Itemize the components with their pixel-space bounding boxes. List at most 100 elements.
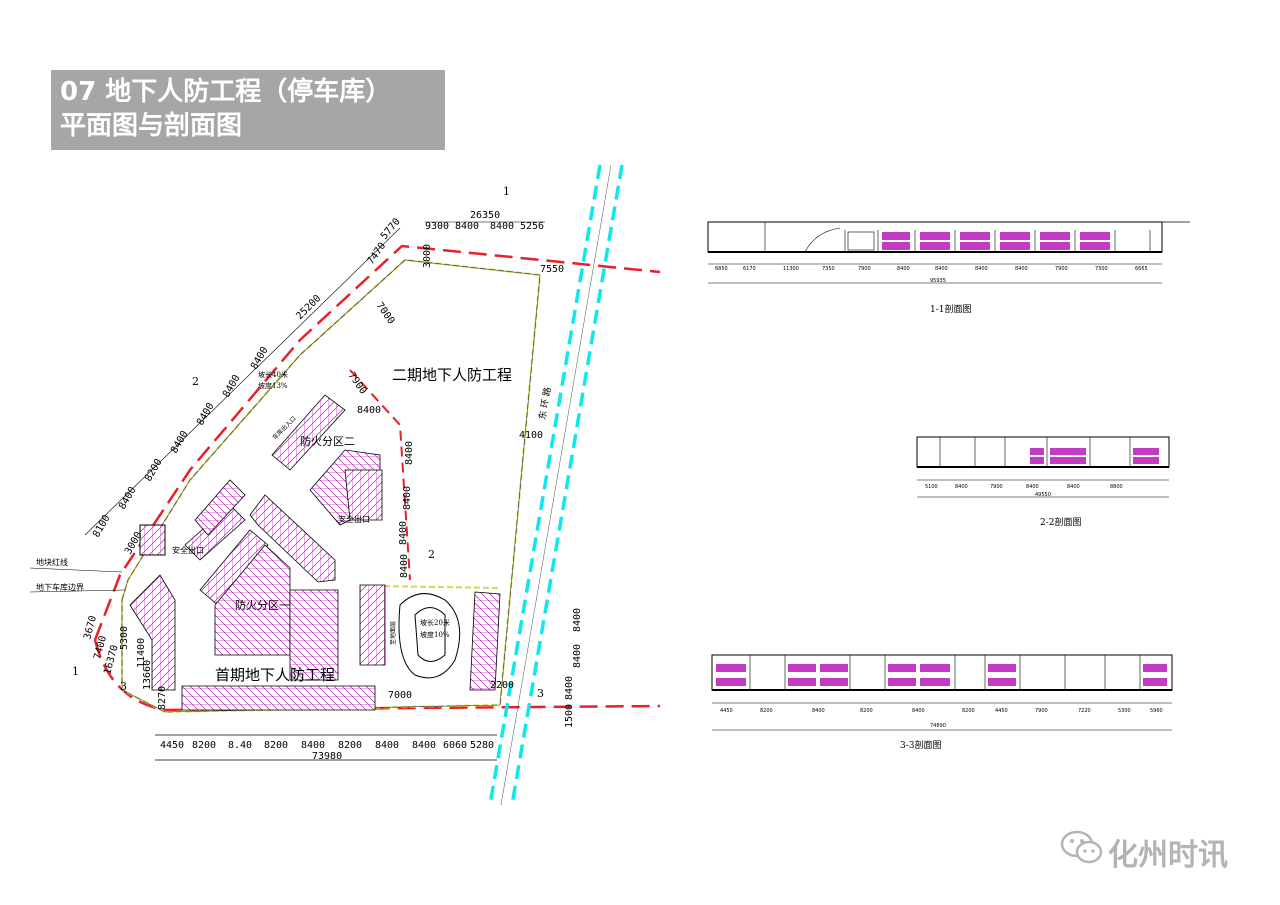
dim-bottom-total: 73980 (312, 751, 342, 762)
section-2-title: 2-2剖面图 (1040, 516, 1082, 528)
section-mark: 2 (192, 375, 199, 388)
s1-dim: 8400 (975, 266, 988, 272)
top-dimensions: 26350 9300 8400 8400 5256 (425, 210, 545, 232)
ramp-loop (398, 593, 461, 679)
dim-diag: 8400 (117, 485, 139, 511)
dim-misc: 11400 (136, 638, 147, 668)
section-1-1: 6850 6170 11300 7350 7900 8400 8400 8400… (707, 221, 1190, 315)
page-title: 07 地下人防工程（停车库） (60, 77, 392, 107)
ramp-note-2: 至地面层 (389, 621, 397, 645)
section-mark: 3 (120, 680, 127, 693)
bottom-dimensions: 4450 8200 8.40 8200 8400 8200 8400 8400 … (155, 734, 497, 762)
s1-dim: 7350 (822, 266, 835, 272)
dim-misc: 3000 (422, 244, 433, 268)
s1-total: 95935 (930, 278, 946, 284)
dim-bottom: 8400 (412, 740, 436, 751)
section-1-title: 1-1剖面图 (930, 303, 972, 315)
zone2-label: 防火分区二 (300, 434, 355, 448)
s2-dim: 8400 (1026, 484, 1039, 490)
dim-misc: 8400 (564, 676, 575, 700)
dim-diag: 8400 (221, 373, 243, 399)
title-banner: 07 地下人防工程（停车库） 平面图与剖面图 (51, 70, 445, 150)
dim-misc: 7550 (540, 264, 564, 275)
s3-dim: 8200 (860, 708, 873, 714)
dim-diag: 8200 (143, 457, 165, 483)
s1-dim: 6850 (715, 266, 728, 272)
dim-bottom: 8400 (301, 740, 325, 751)
s3-dim: 5300 (1118, 708, 1131, 714)
s1-dim: 6665 (1135, 266, 1148, 272)
s1-dim: 7900 (1055, 266, 1068, 272)
dim-diag: 8400 (195, 401, 217, 427)
dim-misc: 8400 (572, 608, 583, 632)
s1-dim: 7900 (858, 266, 871, 272)
s3-dim: 8400 (812, 708, 825, 714)
s3-dim: 4450 (720, 708, 733, 714)
s1-dim: 8400 (935, 266, 948, 272)
road-label: 东 环 路 (536, 386, 554, 420)
dim-misc: 7000 (388, 690, 412, 701)
dim-misc: 8400 (402, 486, 413, 510)
wechat-icon (1060, 830, 1103, 864)
dim-misc: 1500 (564, 704, 575, 728)
s3-dim: 4450 (995, 708, 1008, 714)
dim-bottom: 8400 (375, 740, 399, 751)
dim-misc: 8400 (572, 644, 583, 668)
page-subtitle: 平面图与剖面图 (60, 111, 243, 141)
s2-dim: 8800 (1110, 484, 1123, 490)
phase2-label: 二期地下人防工程 (392, 366, 512, 384)
parking-zone-1 (129, 479, 501, 711)
ramp2-length: 坡长20米 (420, 618, 450, 627)
s3-dim: 7900 (1035, 708, 1048, 714)
dim-diag: 8400 (169, 429, 191, 455)
s3-dim: 8400 (912, 708, 925, 714)
dim-misc: 2200 (490, 680, 514, 691)
section-3-3: 4450 8200 8400 8200 8400 8200 4450 7900 … (711, 654, 1173, 751)
zone1-label: 防火分区一 (235, 598, 290, 612)
dim-misc: 4100 (519, 430, 543, 441)
ramp2-slope: 坡度10% (420, 630, 450, 639)
phase1-label: 首期地下人防工程 (215, 666, 335, 684)
dim-bottom: 4450 (160, 740, 184, 751)
parking-zone-2 (271, 394, 383, 526)
site-plan: 东 环 路 二期地下人防工程 首期地下人防工程 防火分区一 防火分区二 安全出口… (29, 164, 661, 806)
dim-bottom: 5280 (470, 740, 494, 751)
dim-bottom: 6060 (443, 740, 467, 751)
section-mark: 1 (503, 185, 510, 198)
dim-bottom: 8200 (192, 740, 216, 751)
s3-total: 74890 (930, 723, 946, 729)
dim-misc: 7900 (346, 370, 369, 396)
s1-dim: 11300 (783, 266, 799, 272)
dim-misc: 8400 (357, 405, 381, 416)
exit-label-a: 安全出口 (172, 545, 204, 555)
dim-top: 8400 (490, 221, 514, 232)
section-mark: 1 (72, 665, 79, 678)
dim-bottom: 8200 (264, 740, 288, 751)
s2-dim: 5100 (925, 484, 938, 490)
ramp1-length: 坡长40米 (258, 370, 288, 379)
s1-dim: 7300 (1095, 266, 1108, 272)
legend-basement: 地下车库边界 (36, 582, 84, 592)
s1-dim: 6170 (743, 266, 756, 272)
section-mark: 3 (537, 687, 544, 700)
ramp1-slope: 坡度13% (258, 381, 288, 390)
dim-misc: 8400 (398, 521, 409, 545)
dim-misc: 13660 (142, 660, 153, 690)
property-red-line (93, 244, 661, 641)
s3-dim: 8200 (760, 708, 773, 714)
s3-dim: 5960 (1150, 708, 1163, 714)
property-red-line-3 (349, 369, 411, 581)
legend-red-line: 地块红线 (36, 557, 68, 567)
dim-top-total: 26350 (470, 210, 500, 221)
dim-bottom: 8.40 (228, 740, 252, 751)
dim-misc: 8400 (399, 554, 410, 578)
section-3-title: 3-3剖面图 (900, 739, 942, 751)
section-marks: 1 1 2 2 3 3 (72, 185, 544, 700)
s3-dim: 8200 (962, 708, 975, 714)
s2-dim: 7900 (990, 484, 1003, 490)
dim-misc: 5300 (119, 626, 130, 650)
dim-top: 8400 (455, 221, 479, 232)
exit-label-b: 安全出口 (338, 514, 370, 524)
dim-bottom: 8200 (338, 740, 362, 751)
